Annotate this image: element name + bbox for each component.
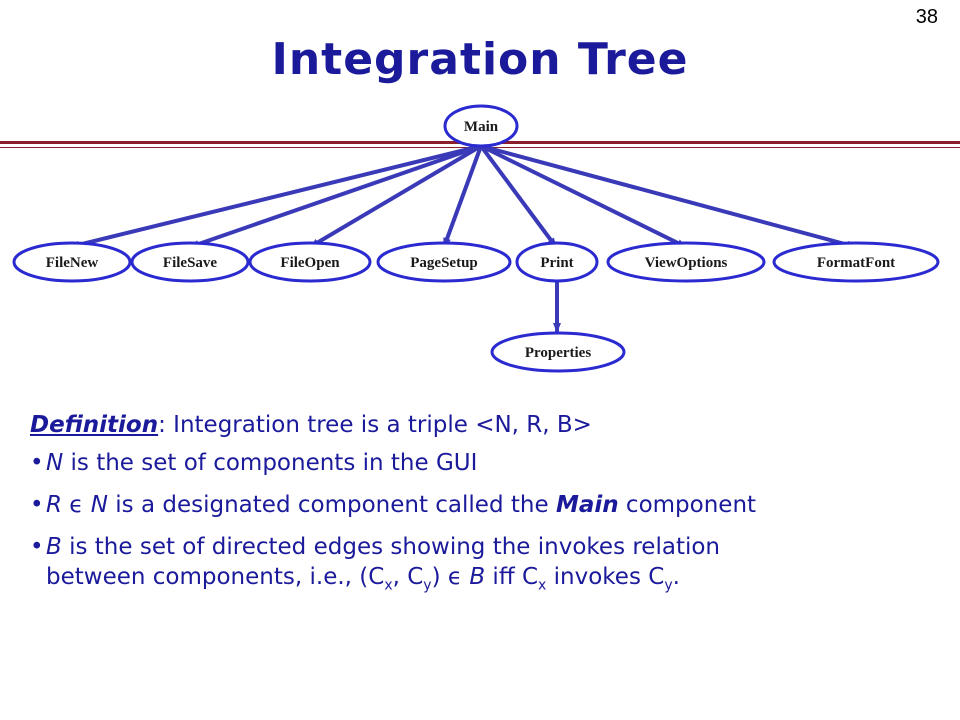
symbol-r: R — [46, 492, 62, 518]
node-label-main: Main — [464, 119, 499, 135]
slide-number: 38 — [915, 6, 938, 28]
bullet-components: •N is the set of components in the GUI — [30, 448, 950, 478]
bullet-text-comma: , C — [392, 564, 424, 590]
bullet-text: is a designated component called the — [107, 492, 556, 518]
definition-section: Definition: Integration tree is a triple… — [30, 412, 950, 613]
symbol-n: N — [46, 450, 64, 476]
bullet-main-component: •R ϵ N is a designated component called … — [30, 490, 950, 520]
node-main — [443, 104, 519, 148]
symbol-b: B — [46, 534, 62, 560]
subscript-y: y — [664, 577, 673, 594]
node-fileopen — [248, 241, 372, 283]
subscript-x: x — [384, 577, 393, 594]
node-filesave — [130, 241, 250, 283]
symbol-element-of: ) ϵ — [431, 564, 470, 590]
definition-colon: : — [158, 412, 166, 438]
node-formatfont — [772, 241, 940, 283]
edge-main-print — [479, 144, 558, 249]
edge-main-filesave — [189, 144, 482, 249]
bullet-text: is the set of components in the GUI — [63, 450, 478, 476]
node-label-print: Print — [540, 255, 573, 271]
edge-main-fileopen — [308, 144, 483, 249]
subscript-y: y — [423, 577, 432, 594]
edge-main-filenew — [69, 144, 482, 249]
node-properties — [490, 331, 626, 373]
node-label-properties: Properties — [525, 345, 592, 361]
bullet-text-end: component — [618, 492, 757, 518]
definition-term: Definition — [30, 412, 159, 438]
subscript-x: x — [538, 577, 547, 594]
bullet-text-end: . — [672, 564, 680, 590]
main-term: Main — [555, 492, 619, 518]
edge-main-formatfont — [480, 144, 857, 249]
node-label-filesave: FileSave — [163, 255, 217, 271]
node-filenew — [12, 241, 132, 283]
node-label-viewoptions: ViewOptions — [645, 255, 728, 271]
node-label-pagesetup: PageSetup — [410, 255, 478, 271]
bullet-dot: • — [30, 450, 44, 476]
node-viewoptions — [606, 241, 766, 283]
node-pagesetup — [376, 241, 512, 283]
node-label-filenew: FileNew — [46, 255, 99, 271]
symbol-element-of: ϵ — [61, 492, 91, 518]
node-label-fileopen: FileOpen — [280, 255, 340, 271]
bullet-text-invokes: invokes C — [546, 564, 665, 590]
bullet-text-line2: between components, i.e., (C — [46, 564, 385, 590]
node-label-formatfont: FormatFont — [817, 255, 895, 271]
bullet-dot: • — [30, 492, 44, 518]
symbol-b: B — [469, 564, 486, 590]
bullet-list: •N is the set of components in the GUI •… — [30, 448, 950, 601]
bullet-text-iff: iff C — [485, 564, 539, 590]
bullet-text: is the set of directed edges showing the… — [61, 534, 720, 560]
bullet-dot: • — [30, 534, 44, 560]
edge-main-viewoptions — [480, 144, 687, 249]
node-print — [515, 241, 599, 283]
definition-text: Integration tree is a triple <N, R, B> — [165, 412, 592, 438]
bullet-edges: •B is the set of directed edges showing … — [30, 532, 950, 601]
edge-main-pagesetup — [442, 145, 483, 248]
slide-title: Integration Tree — [271, 34, 689, 85]
definition-line: Definition: Integration tree is a triple… — [30, 412, 950, 438]
symbol-n: N — [90, 492, 108, 518]
